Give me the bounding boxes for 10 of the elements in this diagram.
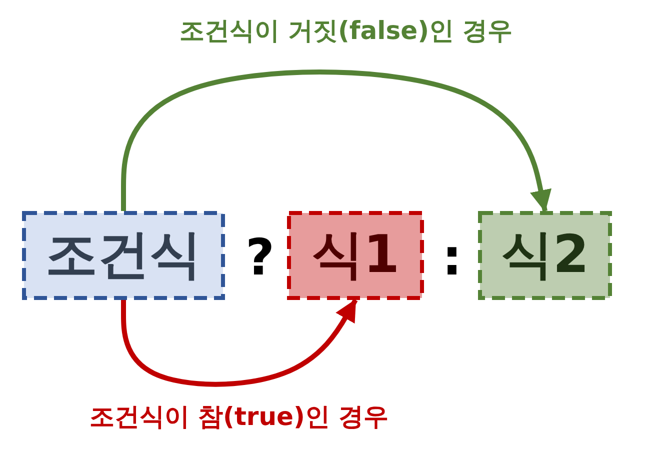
arrow bbox=[121, 70, 552, 212]
condition-text: 조건식 bbox=[46, 226, 202, 284]
question-mark: ? bbox=[246, 230, 274, 286]
colon: : bbox=[442, 230, 462, 286]
expression-text: 식1 bbox=[311, 226, 400, 284]
expression-text: 식2 bbox=[500, 226, 590, 284]
true-expression-box bbox=[287, 211, 424, 300]
arrow bbox=[121, 298, 358, 387]
condition-box bbox=[22, 211, 225, 300]
false-expression-box bbox=[478, 211, 612, 300]
